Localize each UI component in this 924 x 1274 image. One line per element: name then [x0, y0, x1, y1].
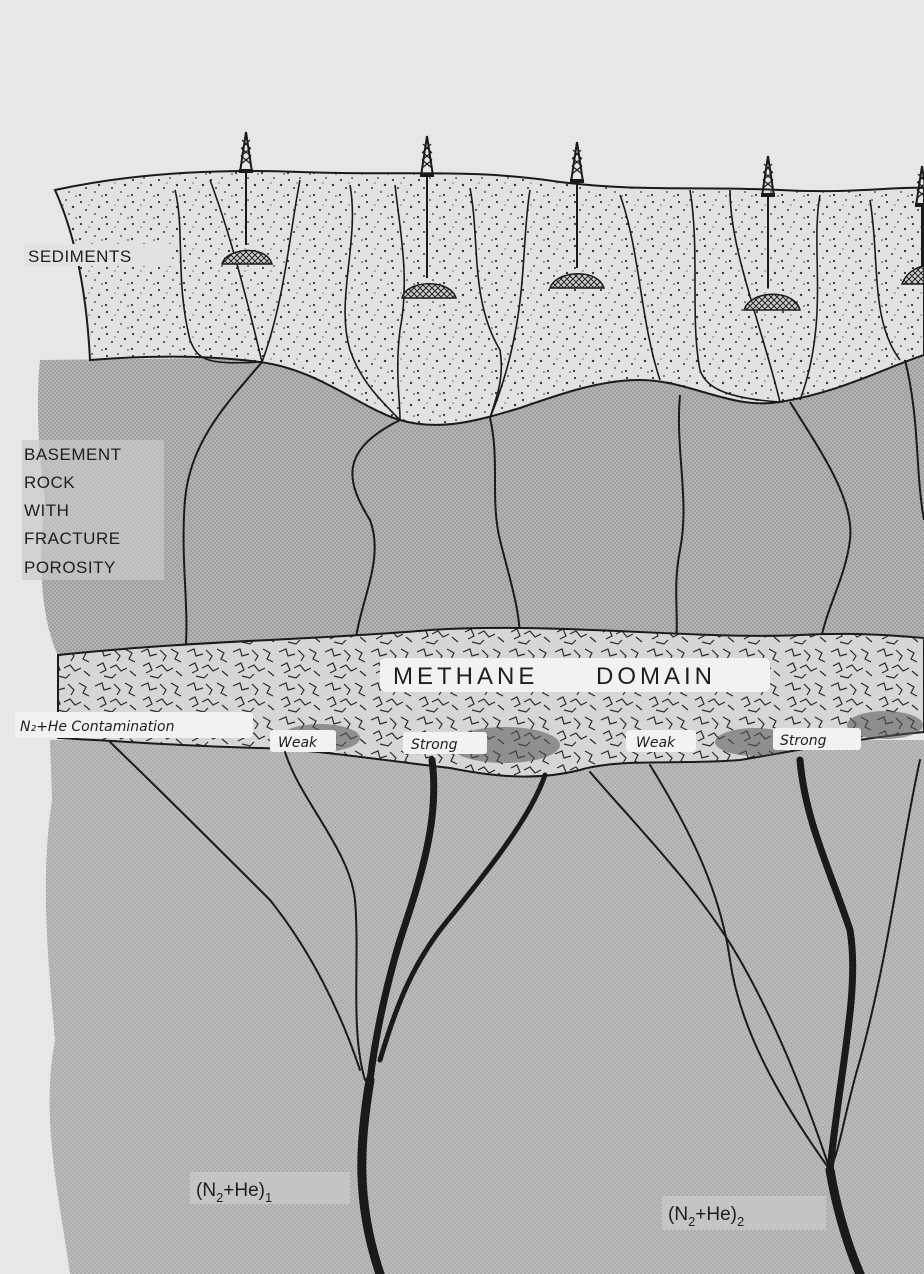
weak-label-1: Weak: [278, 735, 318, 751]
sediments-label: SEDIMENTS: [28, 247, 132, 266]
deep-basement-rock: [46, 740, 924, 1274]
contamination-label: N₂+He Contamination: [20, 719, 175, 735]
strong-label-1: Strong: [411, 737, 458, 753]
domain-label: DOMAIN: [596, 663, 716, 690]
methane-label: METHANE: [393, 663, 538, 690]
basement-label-line-2: ROCK: [24, 473, 75, 492]
basement-label-line-5: POROSITY: [24, 558, 116, 577]
basement-label-line-4: FRACTURE: [24, 529, 121, 548]
basement-label-line-1: BASEMENT: [24, 445, 122, 464]
weak-label-2: Weak: [636, 735, 676, 751]
strong-label-2: Strong: [780, 733, 827, 749]
basement-label-line-3: WITH: [24, 501, 69, 520]
